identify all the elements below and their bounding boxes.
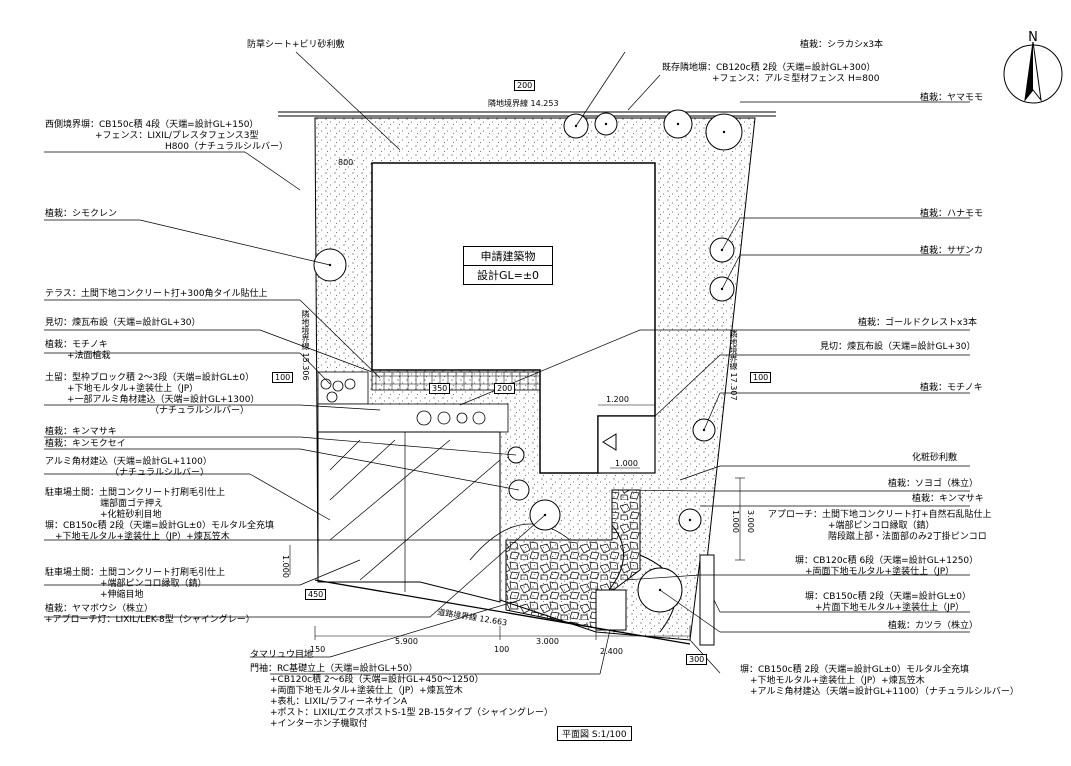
dim-350: 350 [429,383,451,394]
label-left-3: テラス：土間下地コンクリート打+300角タイル貼仕上 [45,289,268,299]
label-left-2: 植栽：シモクレン [45,209,118,219]
leader-lines [44,51,970,675]
building-gl: 設計GL=±0 [464,265,552,284]
planter-shrubs [416,410,486,426]
label-left-4: 見切：煉瓦布設（天端=設計GL+30） [45,318,201,328]
terrace-step-stones [320,378,356,403]
parking-joints [318,432,501,592]
label-left-13: 植栽：ヤマボウシ（株立）+アプローチ灯：LIXIL/LEK-8型（シャイングレー… [45,604,255,625]
label-right-1: 既存隣地塀：CB120c積 2段（天端=設計GL+300）+フェンス：アルミ型材… [662,63,880,84]
north-boundary-label: 隣地境界線 14.253 [488,99,559,108]
dim-3000: 3.000 [536,637,559,646]
gate-wall [595,589,627,631]
road-boundary-line [314,579,691,645]
dim-150: 150 [310,645,326,654]
dim-1200: 1.200 [606,395,629,404]
dim-100-east: 100 [750,372,772,383]
door-marker [602,433,617,451]
label-right-12: 塀：CB120c積 6段（天端=設計GL+1250）+両面下地モルタル+塗装仕上… [795,556,979,577]
dim-450: 450 [305,589,327,600]
dimension-lines [289,404,745,640]
label-right-8: 化粧砂利敷 [912,453,958,463]
label-right-5: 植栽：ゴールドクレストx3本 [858,318,978,328]
east-boundary-label: 隣地境界線 17.307 [729,330,738,401]
label-left-5: 植栽：モチノキ+法面植栽 [45,340,111,361]
label-right-6: 見切：煉瓦布設（天端=設計GL+30） [820,342,976,352]
east-wall [699,554,715,646]
label-right-3: 植栽：ハナモモ [920,209,984,219]
label-left-6: 土留：型枠ブロック積 2～3段（天端=設計GL±0）+下地モルタル+塗装仕上（J… [45,373,260,416]
dim-100-bottom: 100 [494,645,510,654]
label-left-8: 植栽：キンモクセイ [45,439,126,449]
label-left-9: アルミ角材建込（天端=設計GL+1100）（ナチュラルシルバー） [45,457,212,478]
label-left-7: 植栽：キンマサキ [45,427,117,437]
label-right-7: 植栽：モチノキ [920,383,983,393]
parking-slab [317,431,501,603]
label-right-9: 植栽：ソヨゴ（株立） [888,479,979,489]
dim-3000-vertical: 3.000 [746,510,755,533]
building-label: 申請建築物 設計GL=±0 [463,246,553,285]
label-left-12: 駐車場土間：土間コンクリート打刷毛引仕上+端部ピンコロ縁取（錆）+伸縮目地 [45,568,226,600]
label-right-11: アプローチ：土間下地コンクリート打+自然石乱貼仕上+端部ピンコロ縁取（錆）階段蹴… [768,510,992,542]
dim-1000-vertical: 1.000 [731,510,740,533]
scale-label: 平面図 S:1/100 [557,726,632,741]
dim-200-top: 200 [514,80,536,91]
label-bottom-1: 門袖：RC基礎立上（天端=設計GL+50）+CB120c積 2～6段（天端=設計… [250,664,553,729]
label-left-0: 防草シート+ビリ砂利敷 [247,40,345,50]
label-right-14: 植栽：カツラ（株立） [888,621,979,631]
dim-2400: 2.400 [600,647,623,656]
label-left-1: 西側境界塀：CB150c積 4段（天端=設計GL+150）+フェンス：LIXIL… [45,120,288,152]
north-boundary-wall [278,111,776,117]
label-right-10: 植栽：キンマサキ [912,494,984,504]
north-arrow: N [1003,30,1063,104]
label-left-10: 駐車場土間：土間コンクリート打刷毛引仕上端部面ゴテ押え+化粧砂利目地 [45,488,226,520]
dim-800: 800 [338,158,354,167]
label-right-2: 植栽：ヤマモモ [920,93,984,103]
label-right-4: 植栽：サザンカ [920,246,984,256]
label-right-0: 植栽：シラカシx3本 [800,40,884,50]
gate-arc [469,523,571,561]
dim-300: 300 [686,654,708,665]
label-right-13: 塀：CB150c積 2段（天端=設計GL±0）+片面下地モルタル+塗装仕上（JP… [805,592,971,613]
dim-1000: 1.000 [615,459,638,468]
building-name: 申請建築物 [480,250,536,263]
retaining-wall-planter [317,403,509,433]
label-bottom-2: 塀：CB150c積 2段（天端=設計GL±0）モルタル全充填+下地モルタル+塗装… [740,665,1019,697]
north-label: N [1028,30,1038,45]
label-bottom-0: タマリュウ目地 [250,650,314,660]
dim-100-west: 100 [272,372,294,383]
label-left-11: 塀：CB150c積 2段（天端=設計GL±0）モルタル全充填+下地モルタル+塗装… [45,521,274,542]
west-boundary-label: 隣地境界線 15.306 [301,310,310,381]
dim-200-terrace: 200 [494,383,516,394]
dim-5900: 5.900 [395,637,418,646]
dim-1000-vertical-left: 1.000 [281,555,290,578]
